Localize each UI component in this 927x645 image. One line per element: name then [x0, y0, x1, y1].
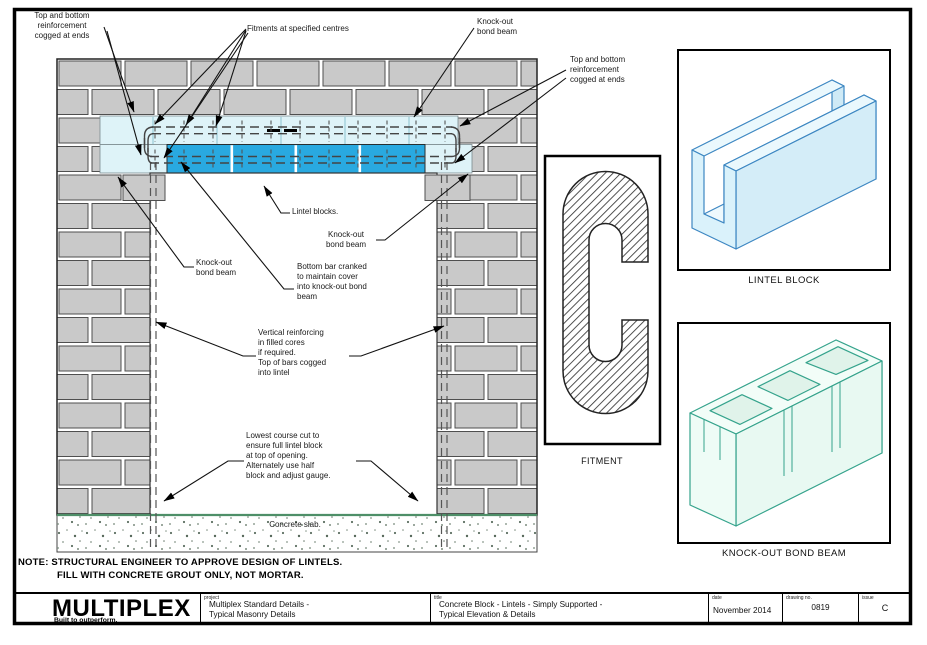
- sheet-border: [12, 7, 913, 626]
- knockout-bond-beam-panel: [677, 322, 891, 544]
- date-field-label: date: [712, 595, 722, 601]
- label-cogged-right: Top and bottom reinforcement cogged at e…: [570, 55, 626, 84]
- lintel-blocks-row: [166, 144, 426, 174]
- bond-beam-band: [99, 115, 473, 174]
- drawing-no-field-label: drawing no.: [786, 595, 812, 601]
- title-block-issue-cell: issue C: [858, 594, 911, 625]
- note-line-2: FILL WITH CONCRETE GROUT ONLY, NOT MORTA…: [57, 570, 304, 581]
- wall-top-courses: [57, 59, 537, 116]
- drawing-date: November 2014: [713, 606, 772, 615]
- label-vertical-reinf: Vertical reinforcing in filled cores if …: [258, 328, 327, 377]
- title-block-title-cell: title Concrete Block - Lintels - Simply …: [430, 594, 708, 625]
- label-knockout-top: Knock-out bond beam: [477, 17, 518, 36]
- label-lintel-blocks: Lintel blocks.: [292, 207, 339, 216]
- lintel-block-caption: LINTEL BLOCK: [748, 275, 820, 286]
- label-bottom-bar: Bottom bar cranked to maintain cover int…: [297, 262, 367, 301]
- company-logo: MULTIPLEX: [52, 595, 191, 622]
- leader-lines: [103, 26, 567, 502]
- title-block-date-cell: date November 2014: [708, 594, 782, 625]
- label-concrete-slab: Concrete slab.: [269, 520, 321, 529]
- title-block-logo-cell: MULTIPLEX Built to outperform.: [14, 594, 200, 625]
- label-lowest-course: Lowest course cut to ensure full lintel …: [246, 431, 331, 480]
- title-block: MULTIPLEX Built to outperform. project M…: [14, 592, 911, 625]
- wall-opening: [149, 172, 438, 516]
- concrete-slab: [56, 513, 538, 553]
- title-block-number-cell: drawing no. 0819: [782, 594, 858, 625]
- company-tagline: Built to outperform.: [54, 617, 118, 624]
- fitment-caption: FITMENT: [581, 456, 623, 466]
- knockout-bond-beam-iso: [689, 339, 883, 527]
- issue-field-label: issue: [862, 595, 874, 601]
- title-block-project-cell: project Multiplex Standard Details - Typ…: [200, 594, 430, 625]
- fitment-detail: [543, 154, 662, 446]
- drawing-title: Concrete Block - Lintels - Simply Suppor…: [439, 600, 603, 619]
- knockout-beam-caption: KNOCK-OUT BOND BEAM: [721, 548, 847, 559]
- left-jamb: [57, 173, 150, 515]
- lintel-block-iso: [691, 79, 877, 250]
- fitment-c-shape: [562, 170, 649, 415]
- note-line-1: NOTE: STRUCTURAL ENGINEER TO APPROVE DES…: [18, 557, 343, 568]
- project-field-label: project: [204, 595, 220, 601]
- right-jamb: [437, 173, 537, 515]
- label-cogged-left: Top and bottom reinforcement cogged at e…: [34, 11, 90, 40]
- lintel-block-panel: [677, 49, 891, 271]
- title-field-label: title: [434, 595, 442, 601]
- label-knockout-center: Knock-out bond beam: [325, 230, 367, 249]
- project-name: Multiplex Standard Details - Typical Mas…: [209, 600, 310, 619]
- masonry-elevation: [56, 26, 567, 553]
- drawing-number: 0819: [811, 603, 830, 612]
- label-fitments: Fitments at specified centres: [247, 24, 349, 33]
- issue-revision: C: [881, 603, 889, 613]
- label-knockout-left: Knock-out bond beam: [196, 258, 237, 277]
